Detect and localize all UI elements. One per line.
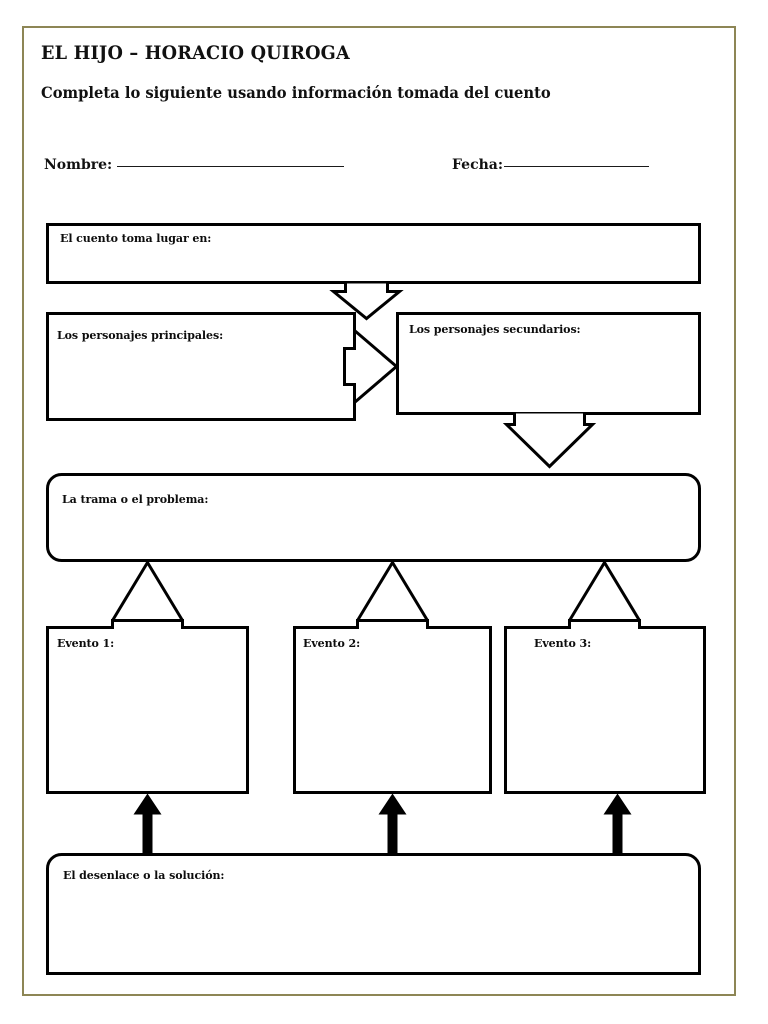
- name-label: Nombre:: [44, 157, 113, 173]
- date-field-row: Fecha:: [452, 157, 650, 173]
- box-event-1-label: Evento 1:: [57, 636, 115, 650]
- box-setting-label: El cuento toma lugar en:: [60, 231, 212, 245]
- box-event-2-label: Evento 2:: [303, 636, 361, 650]
- box-plot-label: La trama o el problema:: [62, 492, 209, 506]
- name-field-row: Nombre:: [44, 157, 345, 173]
- box-resolution-label: El desenlace o la solución:: [63, 868, 225, 882]
- page-title: EL HIJO – HORACIO QUIROGA: [41, 42, 350, 64]
- box-main-characters-label: Los personajes principales:: [57, 328, 224, 342]
- name-input[interactable]: [117, 166, 345, 167]
- date-label: Fecha:: [452, 157, 504, 173]
- page-subtitle: Completa lo siguiente usando información…: [41, 83, 551, 102]
- box-event-3-label: Evento 3:: [534, 636, 592, 650]
- box-secondary-characters-label: Los personajes secundarios:: [409, 322, 581, 336]
- date-input[interactable]: [504, 166, 650, 167]
